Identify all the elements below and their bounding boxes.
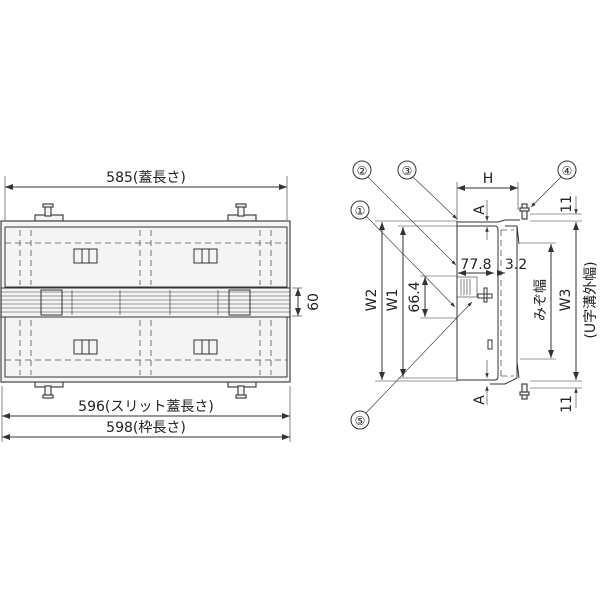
callout-2: ② — [357, 164, 368, 178]
frame-length-label: 598(枠長さ) — [106, 420, 186, 436]
handle-slots — [73, 248, 218, 355]
clamp-left — [40, 289, 63, 316]
height-label: H — [483, 171, 494, 187]
upper-cover — [4, 226, 288, 288]
callout-5: ⑤ — [355, 414, 366, 428]
a-bottom-label: A — [472, 395, 488, 405]
callout-4: ④ — [562, 164, 573, 178]
eleven-top-label: 11 — [559, 195, 575, 213]
dim-77-8-label: 77.8 — [460, 257, 491, 273]
cover-length-label: 585(蓋長さ) — [106, 170, 186, 186]
callout-3: ③ — [402, 164, 413, 178]
callout-1: ① — [355, 204, 366, 218]
bolt-icons — [34, 203, 257, 399]
section-view: ② ③ ① ④ ⑤ H W2 W1 66.4 77.8 3.2 A A — [350, 160, 599, 430]
callout-circles — [350, 160, 577, 430]
w3-label: W3 — [558, 289, 574, 312]
w1-label: W1 — [385, 289, 401, 312]
frame — [0, 220, 291, 383]
slit-width-label: 60 — [306, 293, 322, 311]
bolt-icons-section — [519, 203, 530, 400]
eleven-bottom-label: 11 — [559, 395, 575, 413]
slit-band — [0, 287, 291, 318]
u-outer-width-label: (U字溝外幅) — [583, 261, 599, 338]
section-body — [456, 219, 520, 385]
clamp-right — [228, 289, 251, 316]
slit-cover-length-label: 596(スリット蓋長さ) — [78, 399, 214, 415]
dim-66-4-label: 66.4 — [407, 281, 423, 312]
groove-width-label: みぞ幅 — [533, 279, 549, 321]
w2-label: W2 — [364, 289, 380, 312]
dim-3-2-label: 3.2 — [505, 257, 527, 273]
a-top-label: A — [472, 205, 488, 215]
plan-view: 585(蓋長さ) 60 596(スリット蓋長さ) 598(枠長さ) — [0, 170, 322, 442]
